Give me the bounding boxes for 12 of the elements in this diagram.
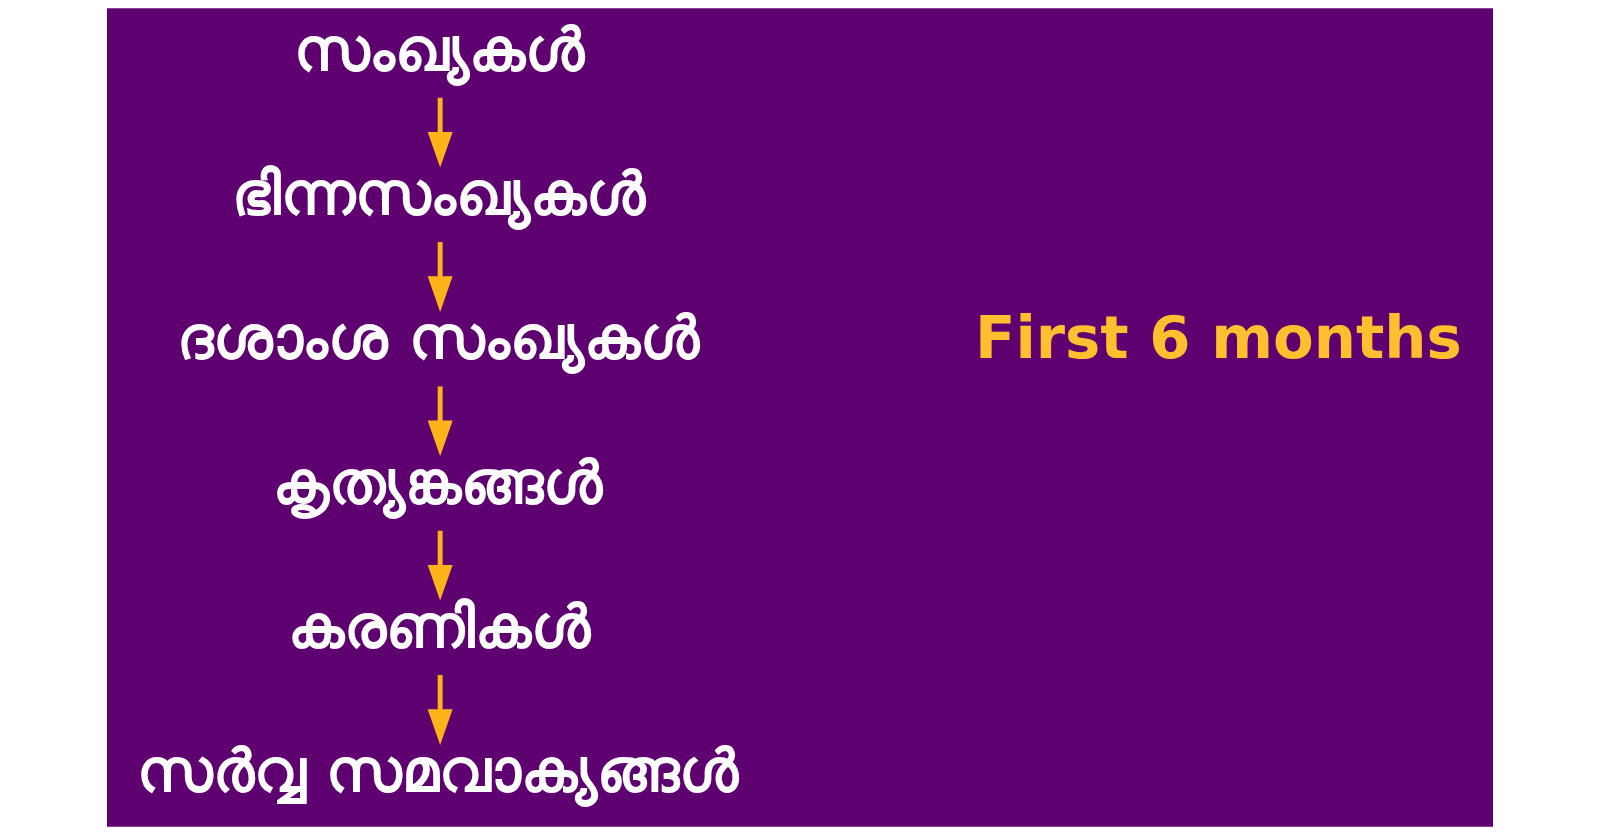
arrow: [427, 242, 453, 312]
node-text: സംഖ്യകൾ: [293, 14, 584, 84]
arrow: [427, 386, 453, 457]
node-text: കൃത്യങ്കങ്ങൾ: [273, 447, 603, 517]
arrow: [427, 530, 453, 601]
arrow: [427, 97, 453, 168]
label: First 6 months: [974, 303, 1462, 373]
node-text: കരണികൾ: [287, 591, 590, 661]
node-text: ഭിന്നസംഖ്യകൾ: [231, 158, 645, 228]
node-text: ദശാംശ സംഖ്യകൾ: [177, 303, 699, 373]
node-text: സർവ്വ സമവാക്യങ്ങൾ: [136, 736, 739, 806]
arrow: [427, 675, 453, 745]
